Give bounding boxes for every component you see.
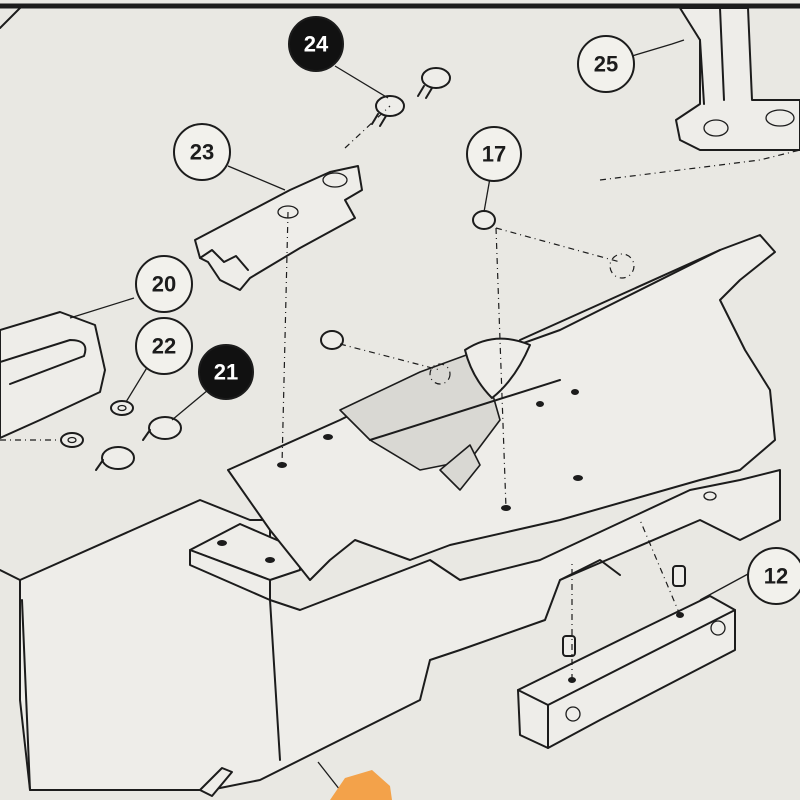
callout-label-17: 17 [482,142,506,167]
callout-label-25: 25 [594,52,618,77]
callout-17: 17 [466,126,522,182]
callout-label-22: 22 [152,334,176,359]
bottom-pin [199,767,233,797]
corner-fold-line [0,5,23,29]
callout-23: 23 [173,123,231,181]
screw-part-17 [320,210,496,350]
callout-22: 22 [135,317,193,375]
callout-25: 25 [577,35,635,93]
arm-part-20 [0,311,106,439]
callout-label-24: 24 [304,32,329,57]
callout-label-20: 20 [152,272,176,297]
callout-12: 12 [747,547,800,605]
bracket-part-25 [675,7,800,151]
callout-24: 24 [288,16,344,72]
leader-lines [69,39,749,791]
callout-label-21: 21 [214,360,238,385]
block-part-12 [517,565,736,749]
orange-sticker [330,770,392,800]
callout-label-23: 23 [190,140,214,165]
callout-label-12: 12 [764,564,788,589]
callout-20: 20 [135,255,193,313]
callout-21: 21 [198,344,254,400]
screws-part-24 [371,67,451,127]
plate-part-23 [194,165,363,291]
assembly-dash-lines [0,105,800,680]
slide-plate-assembly [227,234,776,581]
front-corner-block [189,523,301,601]
washers-and-screws-parts-21-22 [60,400,182,471]
